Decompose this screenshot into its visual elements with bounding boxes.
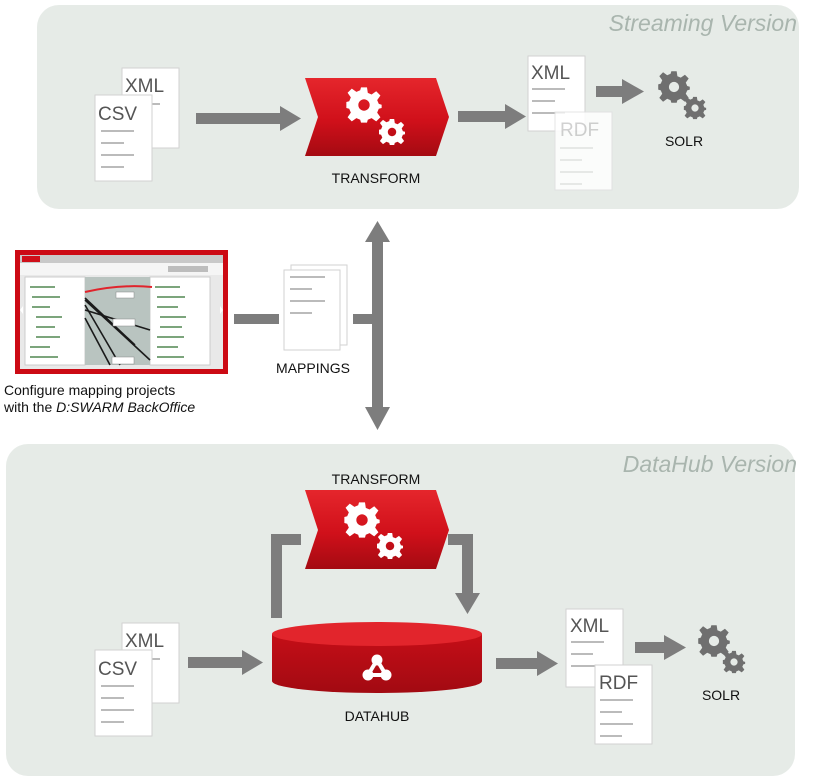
datahub-title: DataHub Version	[623, 451, 797, 477]
mappings-doc-icon	[283, 264, 348, 351]
doc-rdf-icon: RDF	[594, 664, 653, 745]
transform-chevron-shape	[305, 490, 449, 569]
svg-text:TRANSFORM: TRANSFORM	[332, 170, 421, 186]
mappings-label: MAPPINGS	[276, 360, 350, 376]
datahub-cylinder: DATAHUB	[272, 622, 482, 724]
datahub-transform	[305, 490, 449, 569]
datahub-input-docs: XML CSV	[94, 622, 180, 737]
caption-prefix: with the	[4, 399, 57, 415]
svg-text:RDF: RDF	[599, 673, 638, 694]
svg-text:CSV: CSV	[98, 104, 137, 125]
svg-text:XML: XML	[125, 631, 164, 652]
datahub-output-docs: XML RDF	[565, 608, 653, 745]
streaming-arrow-to-output	[458, 104, 526, 129]
datahub-arrow-to-hub	[188, 650, 263, 675]
doc-rdf-icon: RDF	[554, 111, 613, 191]
doc-csv-icon: CSV	[94, 649, 153, 737]
mappings-connector	[353, 221, 390, 430]
caption-line-2: with the D:SWARM BackOffice	[4, 399, 195, 416]
datahub-arrow-to-solr	[635, 635, 686, 660]
share-network-icon	[362, 654, 392, 681]
svg-text:XML: XML	[570, 616, 609, 637]
streaming-transform: TRANSFORM	[305, 78, 449, 186]
svg-text:CSV: CSV	[98, 659, 137, 680]
svg-text:SOLR: SOLR	[702, 687, 740, 703]
streaming-arrow-to-solr	[596, 79, 644, 104]
streaming-arrow-to-transform	[196, 106, 301, 131]
streaming-title: Streaming Version	[609, 10, 797, 36]
svg-text:DATAHUB: DATAHUB	[345, 708, 410, 724]
datahub-panel: DataHub Version TRANSFORM XML CSV	[6, 444, 797, 776]
svg-text:XML: XML	[125, 76, 164, 97]
caption-app-name: D:SWARM BackOffice	[56, 399, 196, 415]
svg-text:XML: XML	[531, 63, 570, 84]
backoffice-caption: Configure mapping projects with the D:SW…	[4, 382, 195, 416]
caption-line-1: Configure mapping projects	[4, 382, 176, 398]
datahub-loop-arrows	[271, 534, 480, 618]
svg-text:TRANSFORM: TRANSFORM	[332, 471, 421, 487]
streaming-input-docs: XML CSV	[94, 67, 180, 182]
streaming-output-docs: XML RDF	[527, 55, 613, 191]
streaming-panel: Streaming Version XML CSV	[37, 5, 799, 209]
datahub-solr: SOLR	[698, 625, 746, 703]
doc-csv-icon: CSV	[94, 94, 153, 182]
screenshot-to-mappings-line	[234, 314, 279, 324]
backoffice-screenshot	[15, 250, 228, 374]
streaming-solr: SOLR	[658, 71, 707, 149]
datahub-arrow-to-output	[496, 651, 558, 676]
svg-text:RDF: RDF	[560, 120, 599, 141]
svg-text:SOLR: SOLR	[665, 133, 703, 149]
